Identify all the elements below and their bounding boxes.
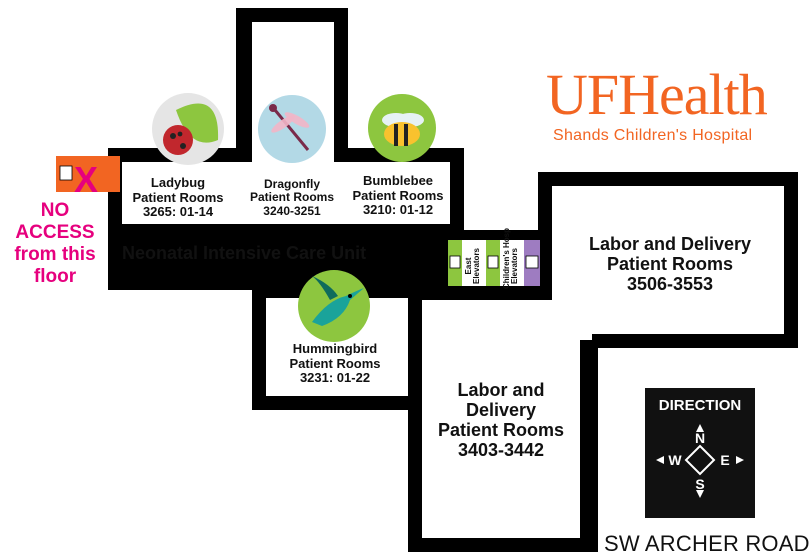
warning-line-3: floor (33, 265, 77, 287)
compass-east: E (720, 452, 730, 468)
compass (645, 388, 755, 518)
room-range: 3210: 01-12 (362, 202, 434, 218)
room-label: Patient Rooms (437, 420, 565, 441)
room-label: Patient Rooms (289, 355, 381, 371)
ladybug-rooms: Ladybug Patient Rooms 3265: 01-14 (128, 175, 228, 220)
hummingbird-rooms: Hummingbird Patient Rooms 3231: 01-22 (276, 341, 394, 386)
room-name: Bumblebee (362, 173, 434, 188)
room-name: Ladybug (150, 175, 206, 190)
room-range: 3506-3553 (626, 274, 714, 295)
room-name: Dragonfly (263, 177, 320, 191)
compass-west: W (668, 452, 682, 468)
warning-line-2: from this (14, 243, 96, 265)
hummingbird-icon (298, 270, 370, 342)
labor-delivery-south: Labor and Delivery Patient Rooms 3403-34… (426, 380, 576, 461)
brand-logo: UFHealth (546, 62, 768, 127)
room-range: 3403-3442 (457, 440, 545, 461)
room-title-1: Labor and (457, 380, 545, 400)
bumblebee-rooms: Bumblebee Patient Rooms 3210: 01-12 (346, 173, 450, 218)
compass-title: DIRECTION (658, 397, 742, 414)
childrens-elevators-line-2: Elevators (510, 247, 519, 285)
brand-subtitle: Shands Children's Hospital (553, 127, 753, 144)
room-label: Patient Rooms (606, 254, 734, 275)
dragonfly-icon (258, 95, 326, 163)
room-range: 3265: 01-14 (142, 204, 214, 220)
nicu-label: Neonatal Intensive Care Unit (122, 243, 367, 263)
room-label: Patient Rooms (132, 189, 224, 205)
room-label: Patient Rooms (249, 190, 334, 205)
room-label: Patient Rooms (352, 187, 444, 203)
childrens-elevators-label: Children's Hosp Elevators (502, 228, 519, 289)
compass-north: N (694, 430, 706, 446)
warning-line-1: NO ACCESS (15, 200, 95, 243)
dragonfly-rooms: Dragonfly Patient Rooms 3240-3251 (244, 177, 340, 218)
bumblebee-icon (368, 94, 436, 162)
restricted-elevator-badge: X (56, 156, 120, 200)
room-title-2: Delivery (465, 400, 537, 421)
east-elevators-line-2: Elevators (472, 247, 481, 285)
labor-delivery-east: Labor and Delivery Patient Rooms 3506-35… (560, 234, 780, 294)
svg-text:X: X (74, 159, 98, 200)
compass-south: S (695, 476, 705, 492)
room-range: 3231: 01-22 (299, 370, 371, 386)
room-range: 3240-3251 (263, 203, 321, 218)
no-access-warning: NO ACCESS from this floor (0, 200, 110, 287)
room-title: Labor and Delivery (588, 234, 752, 254)
east-elevators-label: East Elevators (464, 243, 481, 289)
room-name: Hummingbird (292, 341, 378, 356)
elevator-icon (449, 255, 539, 269)
ladybug-icon (152, 93, 224, 165)
street-label: SW ARCHER ROAD (604, 531, 810, 556)
